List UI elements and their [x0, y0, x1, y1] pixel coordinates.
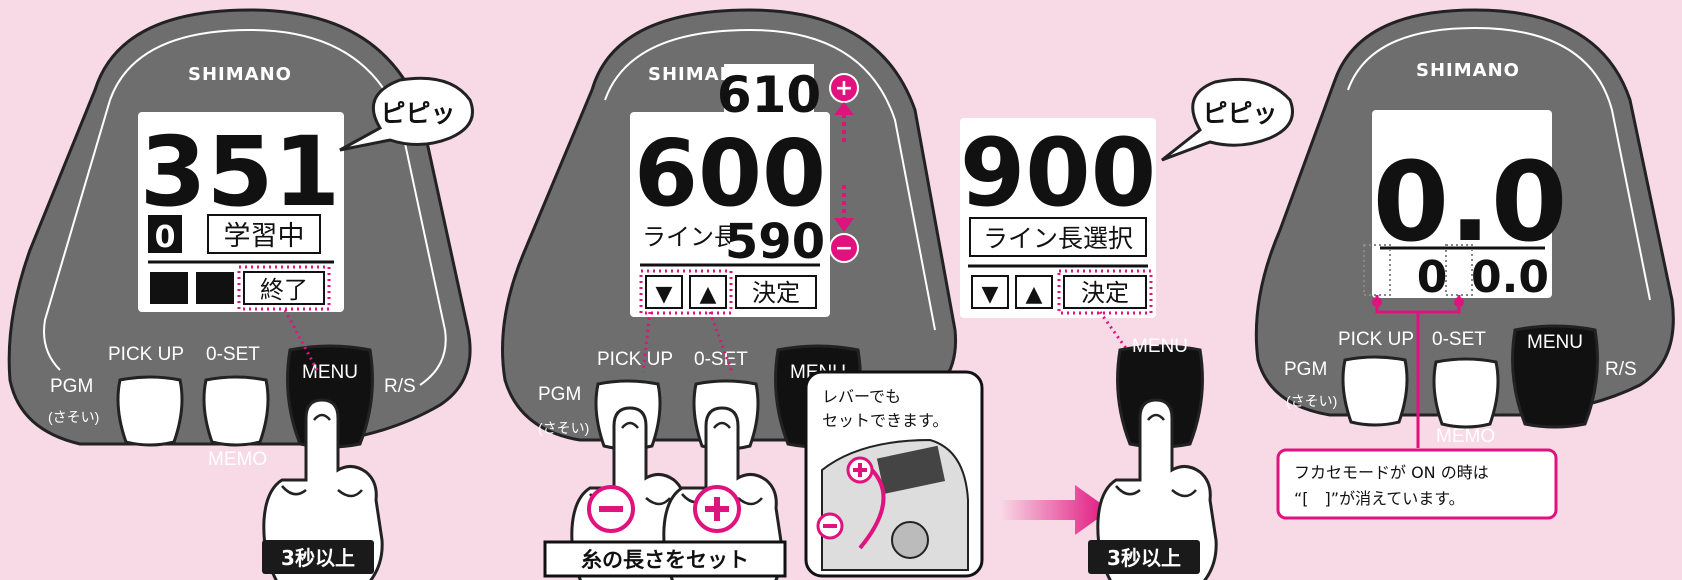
svg-text:−: − — [835, 236, 853, 261]
note-box — [1276, 448, 1558, 520]
lcd-screen — [1372, 110, 1552, 298]
hold-tag-text: 3秒以上 — [1107, 546, 1181, 570]
menu-button[interactable]: MENU — [1511, 324, 1599, 429]
lcd-main-value: 600 — [634, 120, 826, 227]
lcd-decide-label: 決定 — [752, 279, 800, 307]
bottom-tag — [543, 540, 787, 578]
speech-bubble-icon: ピピッ — [339, 76, 474, 152]
lcd-mode-digit: 0 — [155, 220, 176, 255]
lever-note-line2: セットできます。 — [822, 411, 948, 430]
minus-circle-icon — [587, 485, 635, 533]
oset-label: 0-SET — [206, 344, 260, 365]
memo-label: MEMO — [1436, 426, 1495, 447]
lcd-upper-value: 610 — [717, 66, 821, 124]
hold-tag-text: 3秒以上 — [281, 546, 355, 570]
lcd-end-label: 終了 — [260, 276, 308, 304]
arrow-right-icon — [1000, 485, 1110, 535]
menu-label: MENU — [1132, 336, 1188, 357]
brand-logo: SHIMANO — [1416, 60, 1520, 81]
pgm-label: PGM — [538, 384, 581, 405]
lever-note-line1: レバーでも — [822, 387, 901, 406]
bubble-text: ピピッ — [1202, 99, 1277, 128]
pickup-label: PICK UP — [1338, 329, 1414, 350]
pickup-label: PICK UP — [108, 344, 184, 365]
menu-label: MENU — [1527, 332, 1583, 353]
down-arrow[interactable]: ▼ — [656, 282, 673, 307]
panel-line-length-set: SHIMANO 610 600 ライン長 590 ▼ ▲ 決定 + − PGM … — [501, 8, 984, 580]
panel-zero: SHIMANO 0.0 0 0.0 PICK UP 0-SET PGM (さそい… — [1254, 8, 1675, 520]
lcd-main-value: 0.0 — [1373, 138, 1568, 266]
svg-text:+: + — [835, 76, 853, 101]
oset-button[interactable] — [1432, 357, 1500, 429]
lcd-decide-label: 決定 — [1081, 279, 1129, 307]
lcd-title-text: ライン長選択 — [983, 224, 1133, 253]
lcd-sub-left: 0 — [1417, 252, 1448, 303]
pgm-sub-label: (さそい) — [1286, 393, 1337, 409]
panel-learning: SHIMANO 351 0 学習中 終了 ピピッ PGM (さそい) PICK … — [7, 8, 474, 580]
lcd-main-value: 900 — [960, 119, 1156, 228]
pickup-button[interactable] — [116, 375, 184, 447]
rs-label: R/S — [1605, 359, 1637, 380]
note-line1: フカセモードが ON の時は — [1294, 463, 1489, 482]
pickup-label: PICK UP — [597, 349, 673, 370]
up-arrow[interactable]: ▲ — [700, 282, 717, 307]
lcd-lower-value: 590 — [725, 214, 825, 270]
oset-label: 0-SET — [694, 349, 748, 370]
pgm-sub-label: (さそい) — [48, 409, 99, 425]
oset-label: 0-SET — [1432, 329, 1486, 350]
panel-line-length-confirm: 900 ライン長選択 ▼ ▲ 決定 ピピッ MENU 3秒以上 — [960, 77, 1294, 580]
bubble-text: ピピッ — [380, 99, 455, 128]
menu-label: MENU — [302, 362, 358, 383]
lever-note: レバーでも セットできます。 — [804, 370, 984, 578]
up-arrow: ▲ — [1026, 282, 1043, 307]
plus-circle-icon — [693, 485, 741, 533]
plus-circle-icon: + — [829, 73, 859, 103]
bottom-tag-text: 糸の長さをセット — [581, 548, 749, 572]
hold-tag — [1088, 540, 1200, 574]
lcd-status-text: 学習中 — [224, 221, 305, 252]
lcd-main-value: 351 — [140, 116, 340, 228]
memo-label: MEMO — [208, 449, 267, 470]
pgm-label: PGM — [1284, 359, 1327, 380]
hold-tag — [262, 540, 374, 574]
down-arrow: ▼ — [982, 282, 999, 307]
pickup-button[interactable] — [1341, 355, 1409, 427]
reel-lever-icon — [816, 438, 969, 571]
lcd-faded-text: ライン長 — [642, 223, 738, 251]
speech-bubble-icon: ピピッ — [1161, 77, 1294, 162]
rs-label: R/S — [384, 376, 416, 397]
brand-logo: SHIMANO — [188, 64, 292, 85]
note-line2: “[ ]”が消えています。 — [1294, 489, 1465, 508]
oset-button[interactable] — [202, 375, 270, 447]
pgm-sub-label: (さそい) — [538, 420, 589, 436]
pgm-label: PGM — [50, 376, 93, 397]
minus-circle-icon: − — [829, 233, 859, 263]
lcd-sub-right: 0.0 — [1471, 252, 1549, 303]
